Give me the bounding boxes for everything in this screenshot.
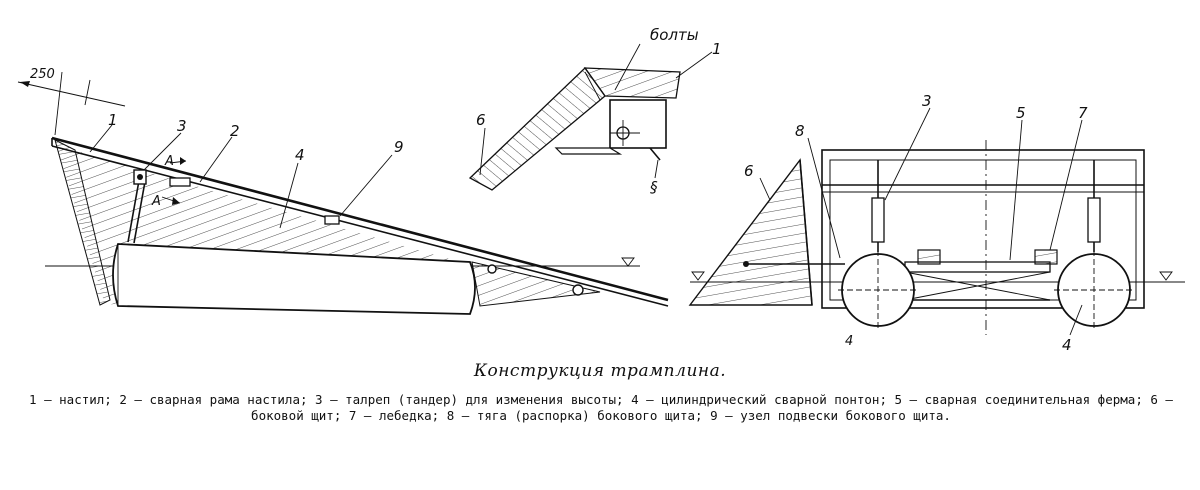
winch-left: [917, 249, 941, 265]
detail-label-1: 1: [712, 40, 722, 58]
connecting-truss: [904, 261, 1051, 301]
detail-view: болты 1 6 §: [468, 26, 722, 196]
winch-right: [1034, 249, 1058, 265]
label-2: 2: [230, 122, 240, 140]
label-a-bottom: А: [151, 194, 161, 209]
water-level-marker-right-2: [1159, 271, 1173, 281]
pontoon-right: [1054, 250, 1134, 330]
front-label-4-left: 4: [845, 334, 853, 349]
figure-legend: 1 — настил; 2 — сварная рама настила; 3 …: [29, 392, 1173, 423]
figure-caption: Конструкция трамплина.: [473, 361, 727, 381]
dimension-250: 250: [17, 67, 126, 136]
front-view: 3 5 7 8 6 4 4: [688, 92, 1185, 354]
detail-label-9: §: [650, 178, 658, 196]
front-label-3: 3: [922, 92, 932, 110]
trampoline-drawing: 250 1 3 2 4 9 А А: [17, 26, 1185, 354]
label-4: 4: [295, 146, 305, 164]
label-bolts: болты: [650, 26, 699, 44]
front-label-4-right: 4: [1062, 336, 1072, 354]
side-shield: [688, 158, 813, 306]
side-view: 250 1 3 2 4 9 А А: [17, 67, 669, 315]
pontoon: [112, 243, 476, 315]
front-label-7: 7: [1078, 104, 1088, 122]
turnbuckle: [127, 169, 147, 244]
dim-250-label: 250: [30, 67, 55, 82]
front-label-5: 5: [1016, 104, 1026, 122]
pontoon-left: [838, 250, 918, 330]
detail-label-6: 6: [476, 111, 486, 129]
suspension-node: [324, 215, 340, 225]
label-a-top: А: [164, 154, 174, 169]
label-1: 1: [108, 111, 118, 129]
water-level-marker-left: [621, 257, 635, 267]
front-label-6: 6: [744, 162, 754, 180]
deck: [51, 136, 669, 302]
label-9: 9: [394, 138, 404, 156]
water-level-marker-right-1: [691, 271, 705, 281]
label-3: 3: [177, 117, 187, 135]
front-label-8: 8: [795, 122, 805, 140]
